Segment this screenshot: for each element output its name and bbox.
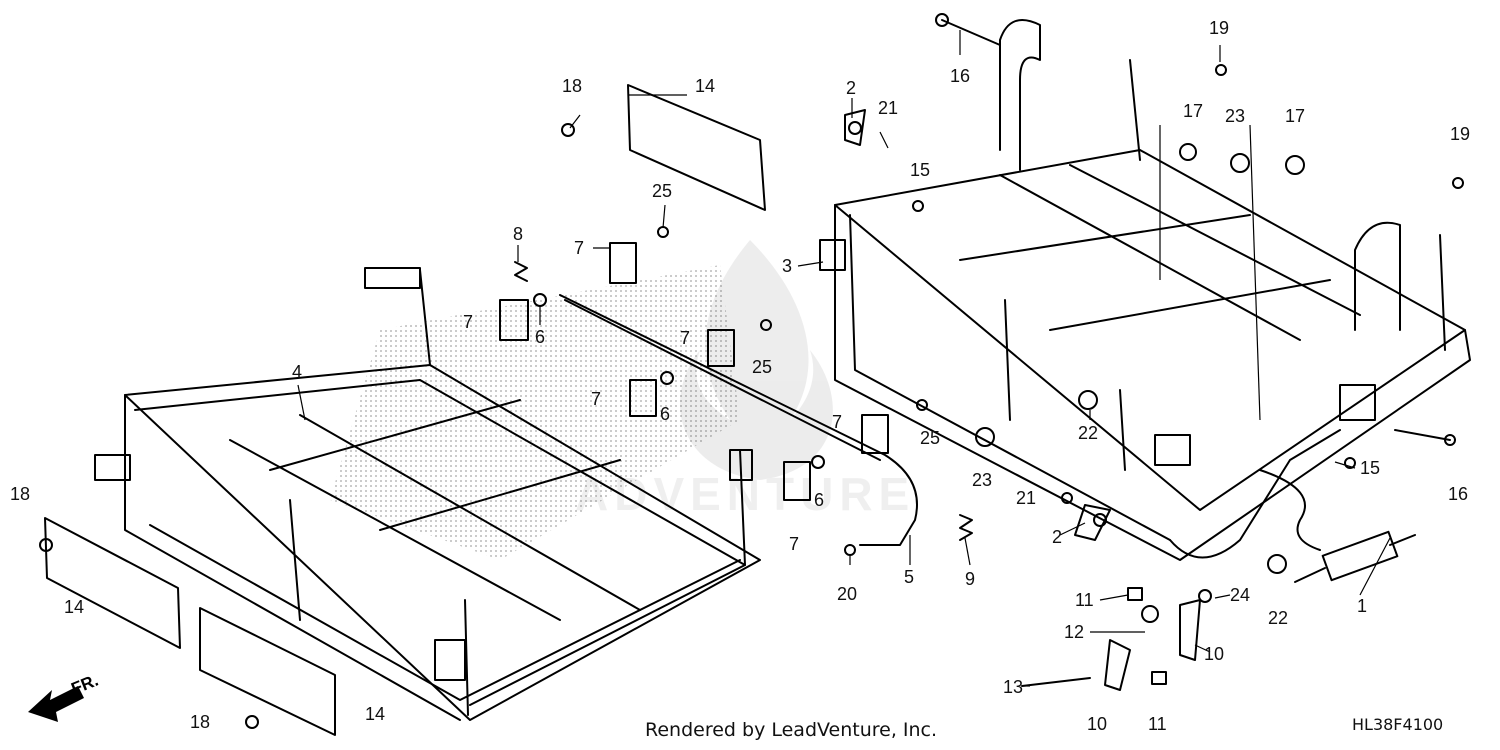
callout-18-left: 18 xyxy=(10,484,30,504)
credit-text: Rendered by LeadVenture, Inc. xyxy=(645,719,938,741)
front-direction-indicator: FR. xyxy=(28,671,101,722)
callout-10-a: 10 xyxy=(1204,644,1224,664)
bed-frame xyxy=(94,267,761,721)
callout-10-b: 10 xyxy=(1087,714,1107,734)
side-panels xyxy=(44,84,766,736)
front-label: FR. xyxy=(68,671,101,699)
part-callouts: 1 2 2 3 4 5 6 6 6 7 7 7 7 7 7 8 9 10 10 … xyxy=(10,18,1470,734)
callout-5: 5 xyxy=(904,567,914,587)
callout-11-b: 11 xyxy=(1148,714,1167,734)
leader-lines xyxy=(297,30,1391,687)
callout-2-lower: 2 xyxy=(1052,527,1062,547)
callout-25-a: 25 xyxy=(652,181,672,201)
callout-9: 9 xyxy=(965,569,975,589)
callout-6-b: 6 xyxy=(660,404,670,424)
callout-13: 13 xyxy=(1003,677,1023,697)
callout-19-b: 19 xyxy=(1450,124,1470,144)
lock-rod xyxy=(559,294,918,546)
callout-11-a: 11 xyxy=(1075,590,1094,610)
callout-21-a: 21 xyxy=(878,98,898,118)
callout-8: 8 xyxy=(513,224,523,244)
callout-16-a: 16 xyxy=(950,66,970,86)
bed-shading xyxy=(330,265,740,560)
callout-20: 20 xyxy=(837,584,857,604)
callout-7-a: 7 xyxy=(574,238,584,258)
callout-6-c: 6 xyxy=(814,490,824,510)
callout-2-upper: 2 xyxy=(846,78,856,98)
callout-7-b: 7 xyxy=(463,312,473,332)
callout-22-b: 22 xyxy=(1268,608,1288,628)
callout-14-bottom: 14 xyxy=(365,704,385,724)
callout-25-c: 25 xyxy=(920,428,940,448)
callout-1: 1 xyxy=(1357,596,1367,616)
callout-14-top: 14 xyxy=(695,76,715,96)
callout-21-b: 21 xyxy=(1016,488,1036,508)
callout-25-b: 25 xyxy=(752,357,772,377)
callout-7-e: 7 xyxy=(832,412,842,432)
callout-17-b: 17 xyxy=(1285,106,1305,126)
callout-3: 3 xyxy=(782,256,792,276)
callout-6-a: 6 xyxy=(535,327,545,347)
callout-18-top: 18 xyxy=(562,76,582,96)
callout-4: 4 xyxy=(292,362,302,382)
callout-16-b: 16 xyxy=(1448,484,1468,504)
callout-7-f: 7 xyxy=(789,534,799,554)
callout-15-b: 15 xyxy=(1360,458,1380,478)
callout-19-a: 19 xyxy=(1209,18,1229,38)
callout-18-bottom: 18 xyxy=(190,712,210,732)
callout-24: 24 xyxy=(1230,585,1250,605)
callout-23-a: 23 xyxy=(1225,106,1245,126)
callout-22-a: 22 xyxy=(1078,423,1098,443)
main-frame xyxy=(819,19,1471,561)
front-arrow-icon xyxy=(28,686,84,722)
callout-7-d: 7 xyxy=(591,389,601,409)
small-parts xyxy=(39,13,1464,729)
gas-strut xyxy=(1294,530,1416,583)
callout-12: 12 xyxy=(1064,622,1084,642)
callout-15-a: 15 xyxy=(910,160,930,180)
figure-code: HL38F4100 xyxy=(1352,715,1444,734)
callout-17-a: 17 xyxy=(1183,101,1203,121)
callout-14-left: 14 xyxy=(64,597,84,617)
callout-7-c: 7 xyxy=(680,328,690,348)
callout-23-b: 23 xyxy=(972,470,992,490)
